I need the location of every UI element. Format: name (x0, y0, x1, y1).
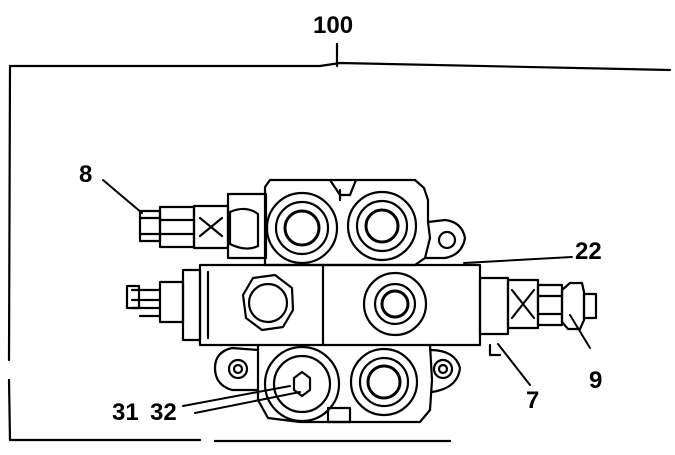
upper-valve-section (263, 178, 467, 267)
callout-22: 22 (575, 238, 602, 265)
right-relief-cartridge (463, 256, 598, 349)
callout-31: 31 (112, 399, 139, 426)
callout-8: 8 (79, 161, 93, 188)
middle-spool-section (125, 263, 482, 347)
upper-relief-cartridge (102, 179, 268, 260)
callout-9: 9 (589, 367, 603, 394)
lower-valve-section (213, 343, 531, 424)
assembly-label-100: 100 (313, 12, 354, 39)
assembly-frame (7, 42, 672, 443)
callout-32: 32 (150, 399, 177, 426)
callout-7: 7 (526, 387, 540, 414)
leader-31-32 (182, 385, 301, 414)
